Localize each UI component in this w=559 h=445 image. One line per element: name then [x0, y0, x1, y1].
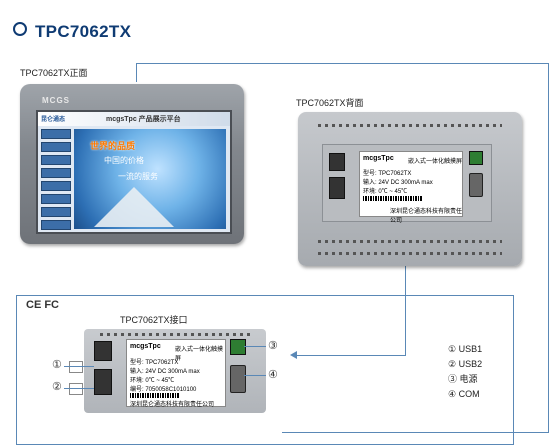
callout-3: ③ [268, 340, 278, 352]
callout-box [69, 361, 83, 373]
device-brand: MCGS [42, 96, 70, 105]
slogan-1: 世界的品质 [90, 141, 136, 151]
back-device-image: mcgsTpc 嵌入式一体化触摸屏 型号: TPC7062TX 输入: 24V … [298, 112, 522, 266]
connector-line [405, 222, 406, 356]
connector-line [548, 63, 549, 433]
mountain-graphic [94, 187, 174, 227]
sticker-input: 输入: 24V DC 300mA max [363, 180, 433, 186]
vents-bottom-2 [318, 252, 502, 255]
legend-item-usb1: ① USB1 [448, 344, 483, 354]
sticker-model: 型号: TPC7062TX [130, 360, 179, 366]
callout-line [64, 366, 94, 367]
callout-line [64, 388, 94, 389]
callout-1: ① [52, 359, 62, 371]
screen-header-logo: 昆仑通态 [41, 117, 66, 123]
sticker-brand: mcgsTpc [130, 343, 161, 350]
sticker-maker: 深圳昆仑通态科技有限责任公司 [130, 402, 215, 408]
arrow-left-icon [290, 351, 297, 359]
page-title: TPC7062TX [13, 22, 131, 42]
interface-sticker: mcgsTpc 嵌入式一体化触摸屏 型号: TPC7062TX 输入: 24V … [126, 339, 226, 408]
sticker-temp: 环境: 0℃ ~ 45℃ [363, 189, 408, 195]
usb-port-icon [329, 153, 345, 171]
legend-item-power: ③ 电源 [448, 374, 478, 384]
usb2-port-icon [94, 369, 112, 395]
barcode [130, 393, 180, 398]
usb-port-icon [329, 177, 345, 199]
slogan-2: 中国的价格 [104, 156, 144, 165]
screen-banner: 世界的品质 中国的价格 一流的服务 [74, 129, 226, 229]
sticker-model: 型号: TPC7062TX [363, 171, 412, 177]
sticker-input: 输入: 24V DC 300mA max [130, 369, 200, 375]
sticker-brand: mcgsTpc [363, 155, 394, 162]
legend-item-usb2: ② USB2 [448, 359, 483, 369]
vents-bottom [318, 240, 502, 243]
connector-line [136, 63, 549, 64]
connector-line [297, 355, 405, 356]
sticker-subtitle: 嵌入式一体化触摸屏 [175, 347, 224, 362]
usb1-port-icon [94, 341, 112, 361]
callout-line [244, 375, 266, 376]
device-screen: 昆仑通态 mcgsTpc 产品展示平台 世界的品质 中国的价格 一流的服务 [36, 110, 232, 234]
power-connector-icon [469, 151, 483, 165]
sticker-serial: 编号: 7050058C1010100 [130, 387, 197, 393]
barcode [363, 196, 423, 201]
legend-item-com: ④ COM [448, 389, 480, 399]
callout-4: ④ [268, 369, 278, 381]
sticker-subtitle: 嵌入式一体化触摸屏 [408, 159, 463, 165]
screen-sidebar [41, 129, 71, 230]
interface-detail-image: mcgsTpc 嵌入式一体化触摸屏 型号: TPC7062TX 输入: 24V … [84, 329, 266, 413]
back-io-panel: mcgsTpc 嵌入式一体化触摸屏 型号: TPC7062TX 输入: 24V … [322, 144, 492, 224]
title-text: TPC7062TX [35, 22, 132, 41]
slogan-3: 一流的服务 [118, 172, 158, 181]
front-device-image: MCGS 昆仑通态 mcgsTpc 产品展示平台 世界的品质 中国的价格 一流的… [20, 84, 244, 244]
callout-2: ② [52, 381, 62, 393]
connector-line [136, 64, 137, 82]
port-legend: ① USB1 ② USB2 ③ 电源 ④ COM [448, 342, 482, 402]
interface-label: TPC7062TX接口 [120, 315, 188, 325]
sticker-temp: 环境: 0℃ ~ 45℃ [130, 378, 175, 384]
sticker-maker: 深圳昆仑通态科技有限责任公司 [390, 209, 463, 224]
callout-line [244, 346, 266, 347]
front-label: TPC7062TX正面 [20, 68, 88, 78]
screen-header: 昆仑通态 mcgsTpc 产品展示平台 [38, 112, 230, 126]
cert-marks: CE FC [26, 299, 59, 311]
power-port-icon [230, 339, 246, 355]
com-port-icon [469, 173, 483, 197]
back-label: TPC7062TX背面 [296, 98, 364, 108]
screen-header-title: mcgsTpc 产品展示平台 [106, 116, 181, 123]
circle-bullet-icon [13, 22, 27, 36]
vents-top [318, 124, 502, 127]
callout-box [69, 383, 83, 395]
back-sticker: mcgsTpc 嵌入式一体化触摸屏 型号: TPC7062TX 输入: 24V … [359, 151, 463, 224]
connector-line [282, 432, 549, 433]
com-port-icon [230, 365, 246, 393]
vents-interface [100, 333, 250, 336]
